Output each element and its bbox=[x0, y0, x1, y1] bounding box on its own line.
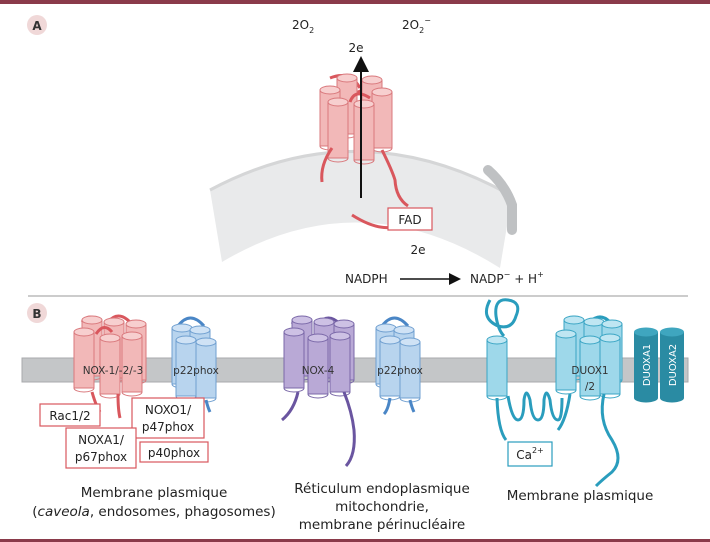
noxo1-line1: NOXO1/ bbox=[145, 403, 192, 417]
panel-a-badge bbox=[27, 15, 47, 35]
duoxa2-cylinder: DUOXA2 bbox=[660, 327, 684, 403]
caption-group2-line1: Réticulum endoplasmique bbox=[294, 481, 470, 497]
caption-group2-line3: membrane périnucléaire bbox=[299, 517, 466, 533]
nox123-label: NOX-1/-2/-3 bbox=[83, 365, 144, 377]
panel-b-badge bbox=[27, 303, 47, 323]
fad-label: FAD bbox=[398, 213, 421, 227]
panel-a-label: A bbox=[32, 19, 42, 33]
nox4-label: NOX-4 bbox=[302, 365, 335, 377]
duox-complex bbox=[555, 315, 623, 488]
rac-label: Rac1/2 bbox=[49, 409, 90, 423]
duoxa1-label: DUOXA1 bbox=[642, 344, 653, 386]
fad-box bbox=[387, 207, 433, 231]
membrane-arc bbox=[210, 151, 512, 268]
caption-group3: Membrane plasmique bbox=[507, 488, 654, 504]
panel-b-label: B bbox=[32, 307, 41, 321]
p22phox-2-label: p22phox bbox=[377, 365, 423, 377]
ca-box: Ca2+ bbox=[507, 441, 553, 467]
duox-label-line1: DUOX1 bbox=[571, 365, 608, 377]
nox4-complex bbox=[281, 315, 356, 468]
noxa1-line2: p67phox bbox=[75, 450, 127, 464]
membrane-arc-outer-edge bbox=[483, 165, 517, 235]
caption-group1-line2: (caveola, endosomes, phagosomes) bbox=[32, 504, 275, 520]
panel-a: A 2O2 2O2− 2e bbox=[27, 15, 544, 286]
panel-b: B NOX-1/-2/-3 p22phox bbox=[21, 298, 689, 533]
noxa1-box: NOXA1/ p67phox bbox=[65, 427, 137, 469]
duox-label-line2: /2 bbox=[585, 381, 595, 393]
p40phox-label: p40phox bbox=[148, 446, 200, 460]
electrons-top-label: 2e bbox=[348, 41, 363, 55]
nadp-product-label: NADP− + H+ bbox=[470, 270, 544, 286]
caption-group2-line2: mitochondrie, bbox=[335, 499, 429, 515]
p22phox-1-label: p22phox bbox=[173, 365, 219, 377]
o2-label: 2O2 bbox=[292, 18, 314, 35]
noxo1-box: NOXO1/ p47phox bbox=[131, 397, 205, 439]
duoxa2-label: DUOXA2 bbox=[668, 344, 679, 386]
noxo1-line2: p47phox bbox=[142, 420, 194, 434]
superoxide-label: 2O2− bbox=[402, 16, 431, 35]
duox-peroxidase-domain bbox=[484, 298, 564, 441]
noxa1-line1: NOXA1/ bbox=[78, 433, 125, 447]
electrons-bottom-label: 2e bbox=[410, 243, 425, 257]
top-border bbox=[0, 0, 710, 4]
rac-box: Rac1/2 bbox=[39, 403, 101, 427]
caption-group1-line1: Membrane plasmique bbox=[81, 485, 228, 501]
nadph-label: NADPH bbox=[345, 272, 388, 286]
p40phox-box: p40phox bbox=[139, 441, 209, 463]
p22phox-2 bbox=[375, 316, 421, 416]
duoxa1-cylinder: DUOXA1 bbox=[634, 327, 658, 403]
ca-label: Ca2+ bbox=[516, 446, 544, 462]
bottom-border bbox=[0, 539, 710, 542]
